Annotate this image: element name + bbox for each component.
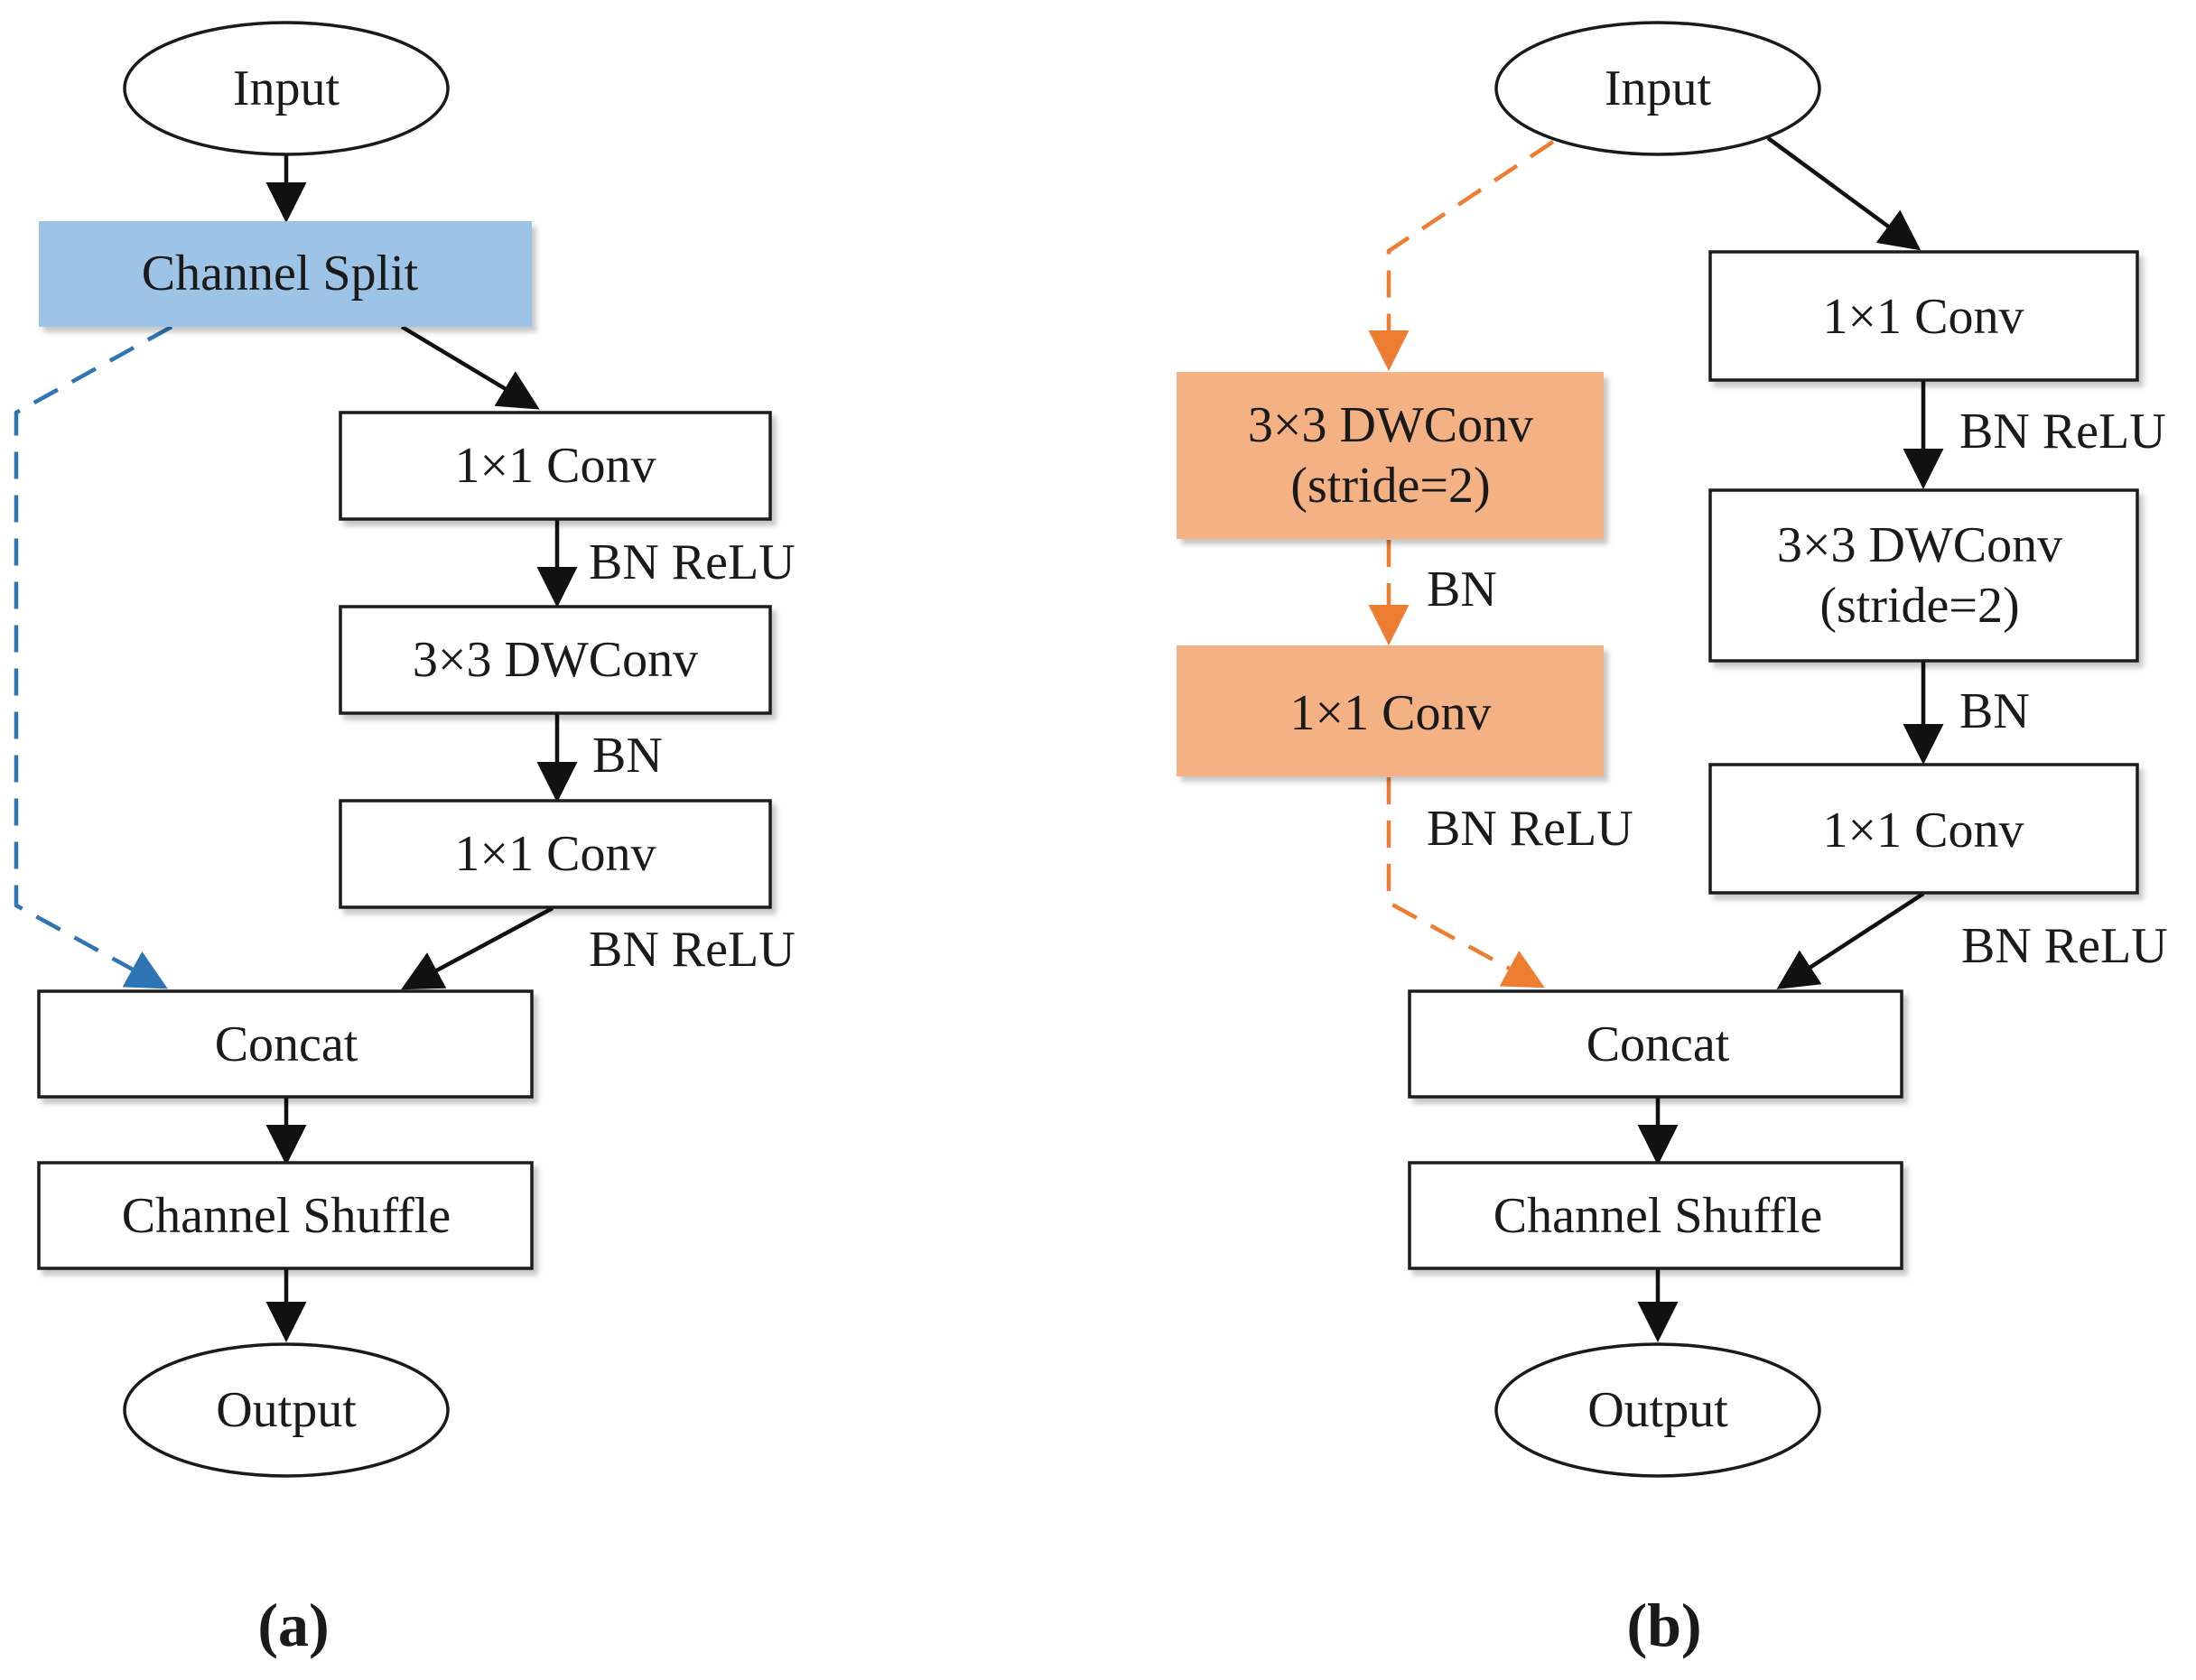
channel-split-box xyxy=(39,221,532,327)
input-label-b: Input xyxy=(1605,60,1712,116)
edge-split-to-conv1 xyxy=(400,325,540,410)
left-conv-box xyxy=(1177,645,1604,776)
channel-split-label: Channel Split xyxy=(142,246,419,302)
conv2-box xyxy=(339,799,772,909)
channel-shuffle-box-b xyxy=(1408,1161,1903,1270)
output-node xyxy=(123,1342,450,1478)
edge-input-to-right-conv1 xyxy=(1766,136,1922,251)
right-conv1-label: 1×1 Conv xyxy=(1823,289,2024,345)
panel-b: Input 3×3 DWConv (stride=2) BN 1×1 Conv … xyxy=(1177,21,2168,1659)
concat-label: Concat xyxy=(215,1016,358,1072)
panel-a: Input Channel Split 1×1 Conv BN ReLU 3×3… xyxy=(14,21,796,1659)
edge-left-conv-to-concat xyxy=(1386,777,1545,989)
label-bn-relu-2: BN ReLU xyxy=(589,922,796,978)
right-label-bn: BN xyxy=(1959,683,2030,739)
edge-right-conv2-to-concat xyxy=(1776,892,1925,989)
channel-shuffle-label: Channel Shuffle xyxy=(122,1188,451,1244)
right-conv1-box xyxy=(1708,250,2139,382)
caption-a: (a) xyxy=(257,1591,329,1659)
left-conv-label: 1×1 Conv xyxy=(1290,685,1492,741)
right-dwconv-label-line1: 3×3 DWConv xyxy=(1777,517,2062,573)
edge-input-to-left-dwconv xyxy=(1368,140,1555,371)
output-label: Output xyxy=(216,1382,357,1438)
dwconv-box xyxy=(339,605,772,715)
concat-label-b: Concat xyxy=(1587,1016,1730,1072)
caption-b: (b) xyxy=(1626,1591,1701,1659)
left-dwconv-box xyxy=(1177,372,1604,539)
label-bn: BN xyxy=(592,728,663,784)
input-node xyxy=(123,21,450,156)
left-label-bn-relu: BN ReLU xyxy=(1427,801,1633,857)
left-dwconv-label-line2: (stride=2) xyxy=(1290,458,1490,514)
right-conv2-label: 1×1 Conv xyxy=(1823,803,2024,859)
conv2-label: 1×1 Conv xyxy=(455,826,656,882)
right-conv2-box xyxy=(1708,763,2139,895)
edge-conv2-to-concat xyxy=(401,906,554,990)
channel-shuffle-label-b: Channel Shuffle xyxy=(1493,1188,1822,1244)
right-label-bn-relu-1: BN ReLU xyxy=(1959,404,2166,459)
concat-box xyxy=(37,989,534,1099)
channel-shuffle-box xyxy=(37,1161,534,1270)
concat-box-b xyxy=(1408,989,1903,1099)
output-node-b xyxy=(1494,1342,1821,1478)
conv1-box xyxy=(339,411,772,521)
input-node-b xyxy=(1494,21,1821,156)
input-label: Input xyxy=(233,60,340,116)
right-label-bn-relu-2: BN ReLU xyxy=(1961,918,2168,974)
left-label-bn: BN xyxy=(1427,562,1497,617)
conv1-label: 1×1 Conv xyxy=(455,438,656,494)
left-dwconv-label-line1: 3×3 DWConv xyxy=(1248,397,1533,453)
edge-split-bypass-to-concat xyxy=(14,325,173,989)
label-bn-relu-1: BN ReLU xyxy=(589,534,796,590)
output-label-b: Output xyxy=(1587,1382,1728,1438)
right-dwconv-label-line2: (stride=2) xyxy=(1819,578,2019,634)
right-dwconv-box xyxy=(1708,488,2139,663)
dwconv-label: 3×3 DWConv xyxy=(413,632,698,688)
